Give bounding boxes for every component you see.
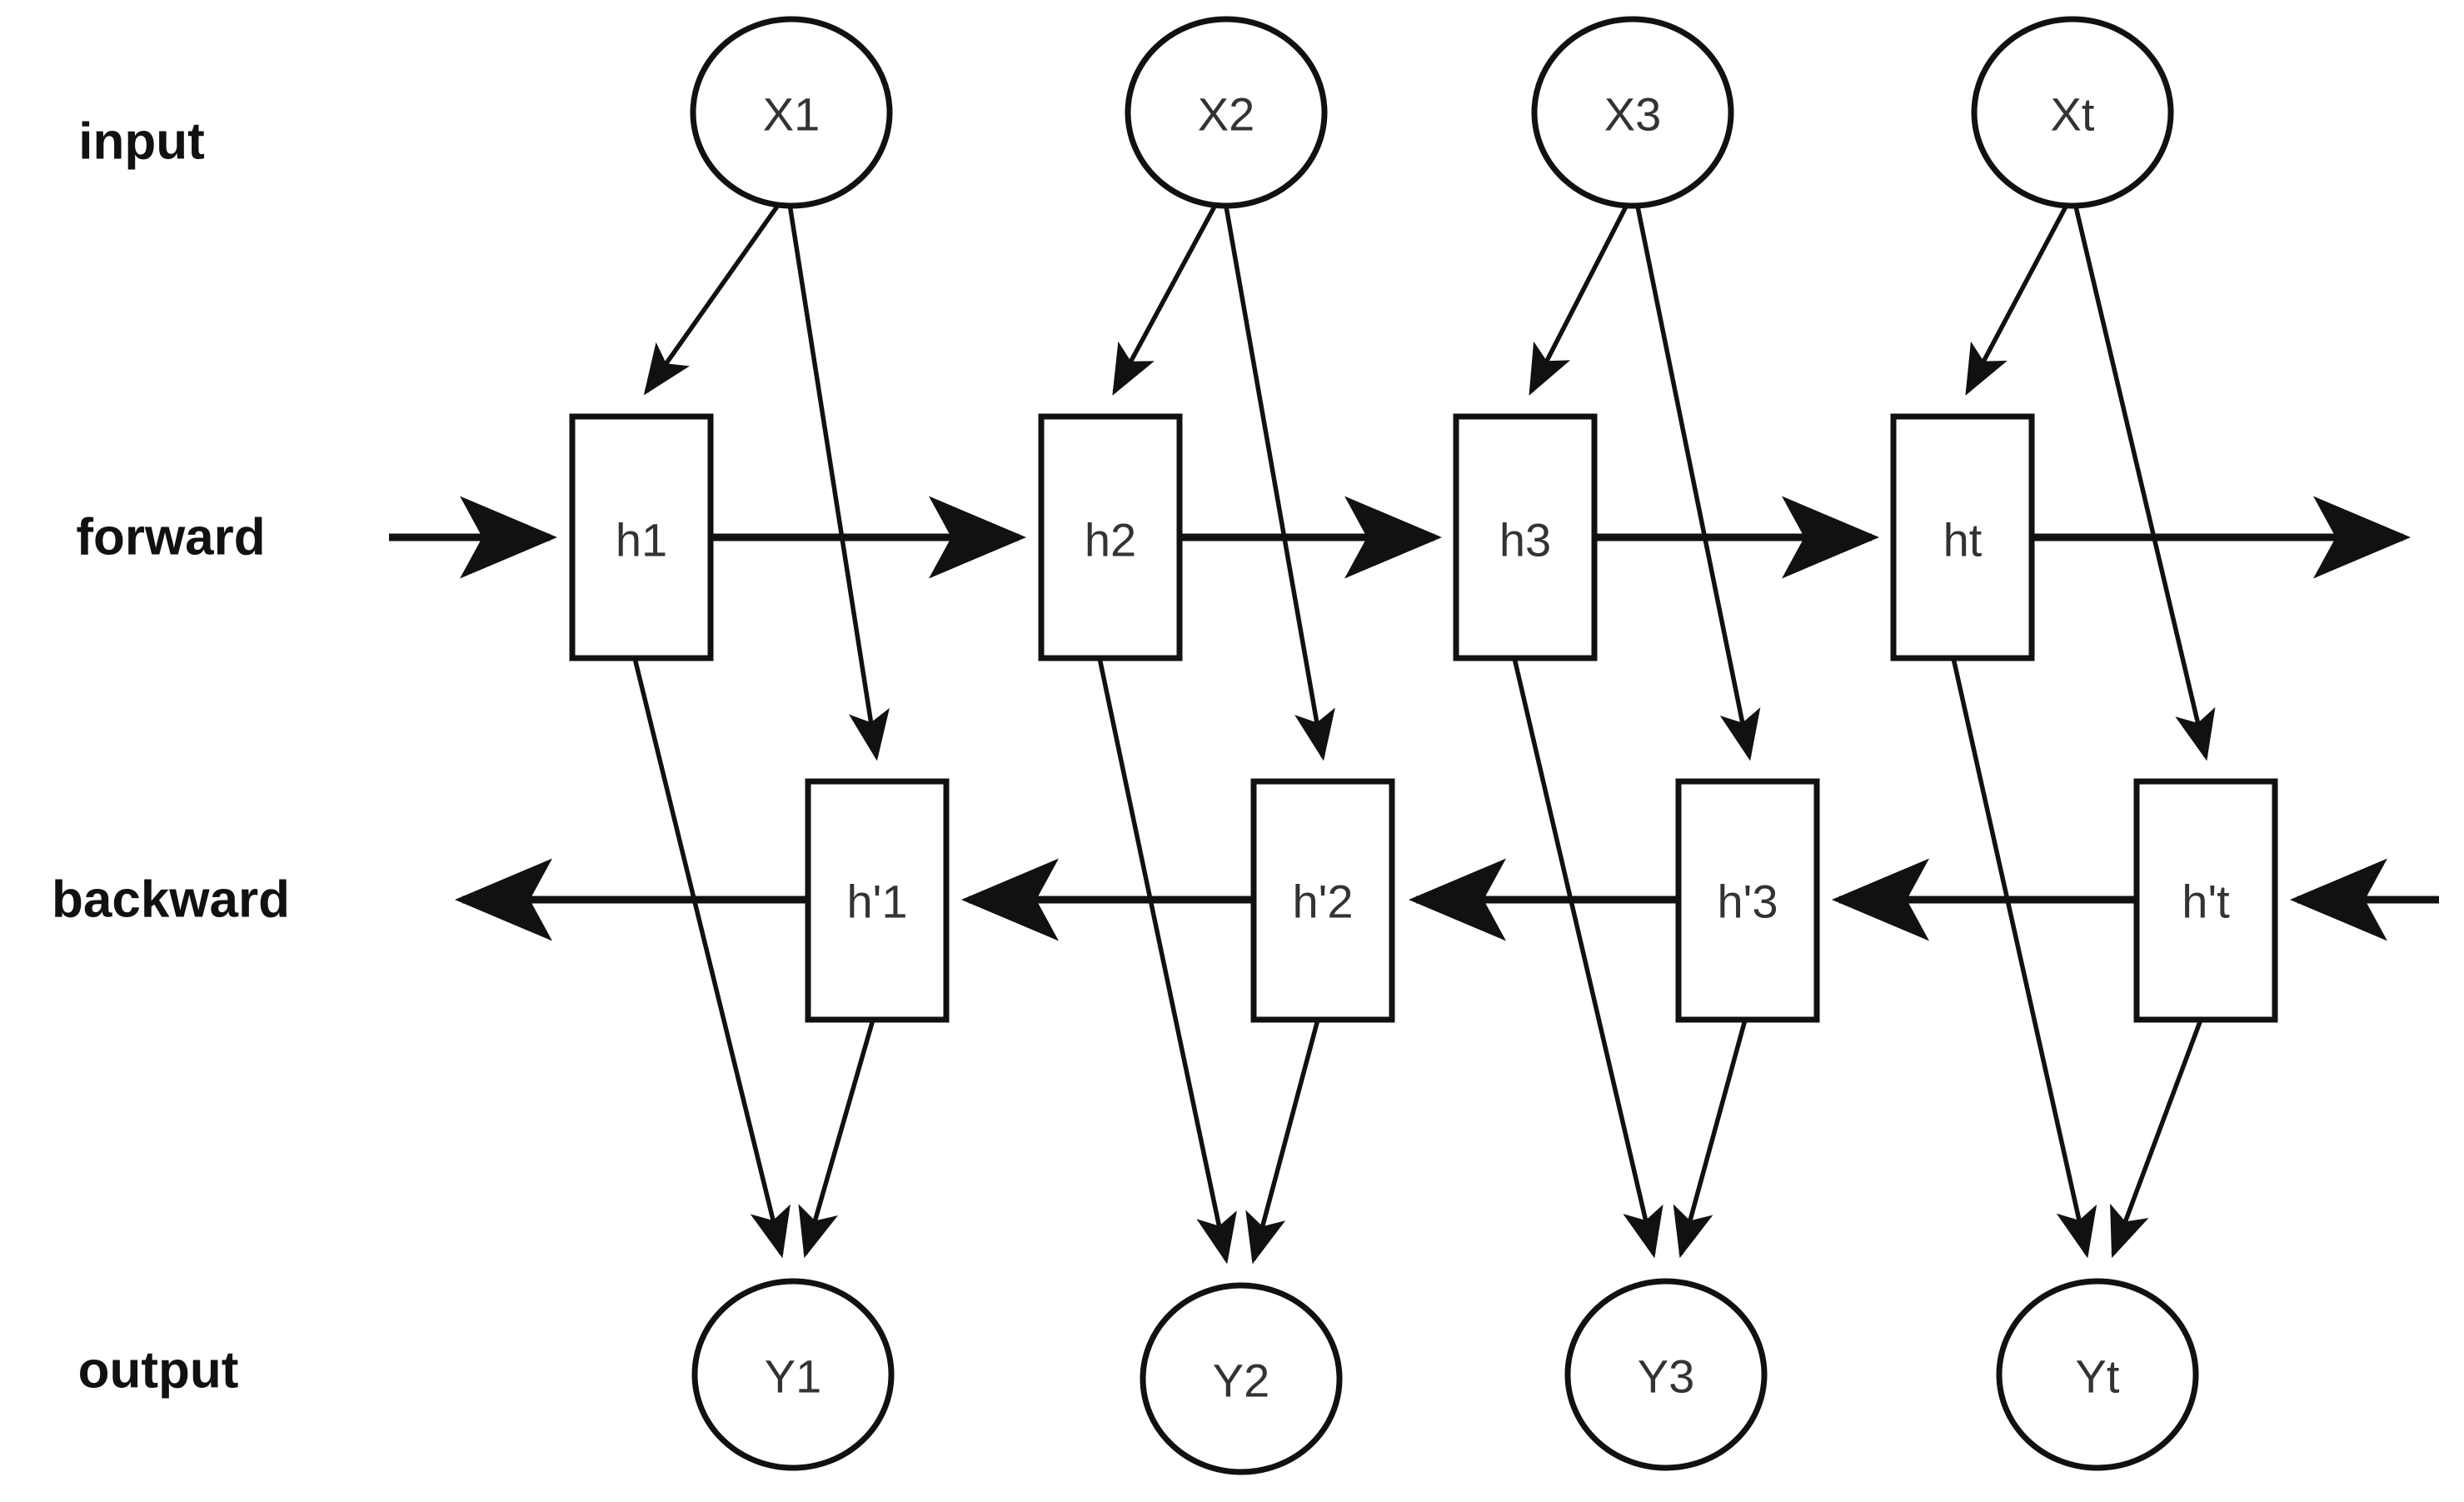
edge-X2-to-h2 bbox=[1112, 205, 1217, 396]
edge-X3-to-h3 bbox=[1529, 205, 1629, 396]
node-hp2[interactable]: h'2 bbox=[1250, 778, 1395, 1023]
node-X1[interactable]: X1 bbox=[690, 16, 893, 209]
output-node-circle[interactable] bbox=[691, 1278, 895, 1471]
output-node-label: Y1 bbox=[765, 1350, 822, 1403]
edge-X2-to-hp2 bbox=[1224, 206, 1335, 761]
node-h2[interactable]: h2 bbox=[1038, 413, 1183, 661]
node-Y3[interactable]: Y3 bbox=[1564, 1278, 1768, 1471]
backward-layer: h'1 h'2 h'3 h't bbox=[805, 778, 2278, 1023]
input-node-label: X1 bbox=[763, 88, 821, 141]
output-node-label: Y2 bbox=[1213, 1355, 1270, 1407]
node-hp3[interactable]: h'3 bbox=[1675, 778, 1820, 1023]
edge-hp3-to-Y3 bbox=[1673, 1019, 1748, 1259]
forward-node-label: h1 bbox=[616, 514, 667, 566]
row-label-input: input bbox=[78, 113, 205, 171]
row-label-forward: forward bbox=[76, 509, 265, 566]
node-Yt[interactable]: Yt bbox=[1996, 1278, 2199, 1471]
row-labels: input forward backward output bbox=[52, 113, 290, 1400]
forward-node-label: h2 bbox=[1085, 514, 1136, 566]
node-Y2[interactable]: Y2 bbox=[1140, 1282, 1343, 1475]
backward-node-label: h'3 bbox=[1718, 876, 1778, 928]
input-layer: X1 X2 X3 Xt bbox=[690, 16, 2174, 209]
edge-ht-to-Yt bbox=[1951, 657, 2097, 1259]
forward-node-box[interactable] bbox=[1890, 413, 2035, 661]
backward-to-output-edges bbox=[798, 1019, 2203, 1265]
input-to-backward-edges bbox=[787, 203, 2216, 761]
forward-node-label: h3 bbox=[1499, 514, 1551, 566]
output-node-label: Yt bbox=[2076, 1350, 2120, 1403]
node-h1[interactable]: h1 bbox=[569, 413, 714, 661]
edge-X1-to-h1 bbox=[643, 202, 781, 396]
row-label-output: output bbox=[78, 1342, 239, 1400]
edge-hpt-to-Yt bbox=[2110, 1019, 2203, 1259]
node-hp1[interactable]: h'1 bbox=[805, 778, 950, 1023]
input-node-circle[interactable] bbox=[1531, 16, 1734, 209]
edge-h3-to-Y3 bbox=[1512, 657, 1663, 1259]
forward-layer: h1 h2 h3 ht bbox=[569, 413, 2035, 661]
forward-node-box[interactable] bbox=[1038, 413, 1183, 661]
node-Y1[interactable]: Y1 bbox=[691, 1278, 895, 1471]
output-node-circle[interactable] bbox=[1564, 1278, 1768, 1471]
edge-X3-to-hp3 bbox=[1635, 206, 1761, 761]
row-label-backward: backward bbox=[52, 871, 290, 929]
forward-to-output-edges bbox=[632, 657, 2097, 1265]
backward-node-box[interactable] bbox=[2133, 778, 2278, 1023]
edge-h2-to-Y2 bbox=[1097, 657, 1237, 1265]
output-node-label: Y3 bbox=[1638, 1350, 1695, 1403]
edge-hp2-to-Y2 bbox=[1245, 1019, 1320, 1265]
backward-node-box[interactable] bbox=[1675, 778, 1820, 1023]
input-node-label: X3 bbox=[1604, 88, 1662, 141]
backward-node-label: h'1 bbox=[847, 876, 908, 928]
forward-node-box[interactable] bbox=[569, 413, 714, 661]
output-node-circle[interactable] bbox=[1996, 1278, 2199, 1471]
backward-node-label: h'2 bbox=[1293, 876, 1354, 928]
backward-node-box[interactable] bbox=[805, 778, 950, 1023]
node-h3[interactable]: h3 bbox=[1453, 413, 1598, 661]
input-node-circle[interactable] bbox=[1125, 16, 1328, 209]
forward-node-box[interactable] bbox=[1453, 413, 1598, 661]
node-hpt[interactable]: h't bbox=[2133, 778, 2278, 1023]
edge-Xt-to-hpt bbox=[2073, 206, 2216, 761]
input-node-label: Xt bbox=[2051, 88, 2095, 141]
node-Xt[interactable]: Xt bbox=[1971, 16, 2174, 209]
forward-node-label: ht bbox=[1943, 514, 1983, 566]
input-to-forward-edges bbox=[643, 202, 2068, 396]
input-node-label: X2 bbox=[1198, 88, 1255, 141]
input-node-circle[interactable] bbox=[1971, 16, 2174, 209]
edge-hp1-to-Y1 bbox=[798, 1019, 875, 1259]
node-ht[interactable]: ht bbox=[1890, 413, 2035, 661]
output-layer: Y1 Y2 Y3 Yt bbox=[691, 1278, 2199, 1475]
backward-node-label: h't bbox=[2182, 876, 2230, 928]
node-X3[interactable]: X3 bbox=[1531, 16, 1734, 209]
input-node-circle[interactable] bbox=[690, 16, 893, 209]
edge-h1-to-Y1 bbox=[632, 657, 791, 1259]
backward-node-box[interactable] bbox=[1250, 778, 1395, 1023]
edge-Xt-to-ht bbox=[1965, 205, 2068, 396]
output-node-circle[interactable] bbox=[1140, 1282, 1343, 1475]
edge-X1-to-hp1 bbox=[787, 203, 890, 761]
node-X2[interactable]: X2 bbox=[1125, 16, 1328, 209]
